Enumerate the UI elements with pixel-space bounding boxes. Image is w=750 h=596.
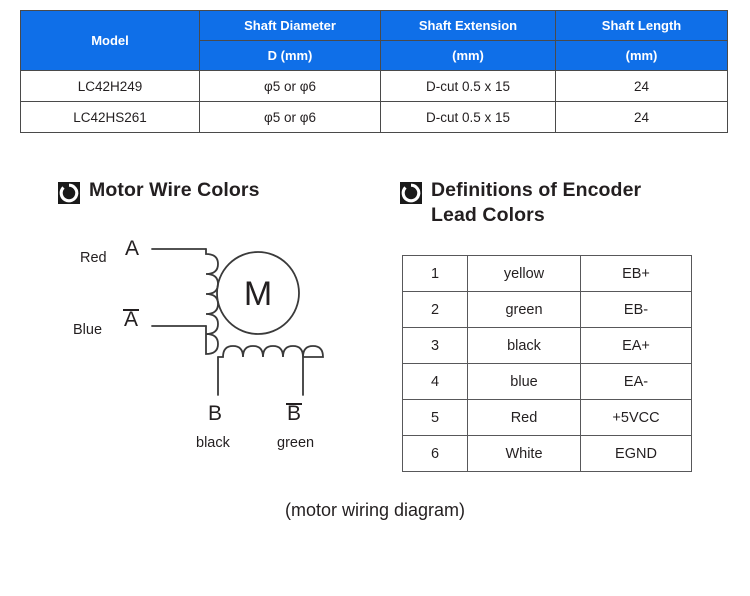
table-row: 3 black EA+ xyxy=(402,327,692,364)
table-row: 1 yellow EB+ xyxy=(402,255,692,292)
cell-color: black xyxy=(467,327,581,364)
encoder-lead-color-table: 1 yellow EB+ 2 green EB- 3 black EA+ 4 b… xyxy=(402,255,692,472)
encoder-lead-colors-heading: Definitions of Encoder Lead Colors xyxy=(400,178,700,228)
motor-wire-colors-heading: Motor Wire Colors xyxy=(58,178,260,204)
section-title-text: Definitions of Encoder Lead Colors xyxy=(431,178,641,228)
header-shaft-extension-unit: (mm) xyxy=(380,40,556,71)
header-shaft-length-unit: (mm) xyxy=(555,40,728,71)
figure-caption: (motor wiring diagram) xyxy=(284,500,466,520)
target-ring-icon xyxy=(400,182,422,204)
cell-model: LC42HS261 xyxy=(20,101,200,133)
cell-shaft-extension: D-cut 0.5 x 15 xyxy=(380,70,556,102)
target-ring-icon xyxy=(58,182,80,204)
cell-shaft-extension: D-cut 0.5 x 15 xyxy=(380,101,556,133)
cell-shaft-length: 24 xyxy=(555,70,728,102)
cell-color: blue xyxy=(467,363,581,400)
motor-diagram-svg: M xyxy=(151,248,324,396)
cell-pin: 1 xyxy=(402,255,468,292)
motor-wiring-diagram: M Red Blue A A B B black green xyxy=(60,232,380,457)
table-row: 2 green EB- xyxy=(402,291,692,328)
section-title-line2: Lead Colors xyxy=(431,204,545,226)
motor-circle xyxy=(216,251,300,335)
motor-symbol-M: M xyxy=(244,275,272,313)
cell-model: LC42H249 xyxy=(20,70,200,102)
cell-shaft-length: 24 xyxy=(555,101,728,133)
cell-pin: 5 xyxy=(402,399,468,436)
cell-color: White xyxy=(467,435,581,472)
cell-signal: EA+ xyxy=(580,327,692,364)
cell-color: yellow xyxy=(467,255,581,292)
wire-label-black: black xyxy=(196,435,230,451)
table-row: 5 Red +5VCC xyxy=(402,399,692,436)
table-header-row-2: D (mm) (mm) (mm) xyxy=(21,40,728,71)
header-shaft-extension: Shaft Extension xyxy=(380,10,556,41)
wire-label-green: green xyxy=(277,435,315,451)
cell-shaft-diameter: φ5 or φ6 xyxy=(199,70,381,102)
terminal-b-bar: B xyxy=(285,402,303,425)
table-row: LC42H249 φ5 or φ6 D-cut 0.5 x 15 24 xyxy=(20,70,728,102)
terminal-b: B xyxy=(208,402,223,425)
wire-label-red: Red xyxy=(80,250,107,266)
table-row: 4 blue EA- xyxy=(402,363,692,400)
cell-signal: EGND xyxy=(580,435,692,472)
header-shaft-diameter-unit: D (mm) xyxy=(199,40,381,71)
cell-signal: EB- xyxy=(580,291,692,328)
table-header-row-1: Model Shaft Diameter Shaft Extension Sha… xyxy=(20,10,728,71)
table-row: 6 White EGND xyxy=(402,435,692,472)
section-title-line1: Definitions of Encoder xyxy=(431,179,642,201)
cell-pin: 3 xyxy=(402,327,468,364)
header-model: Model xyxy=(20,10,200,71)
terminal-a: A xyxy=(125,237,140,260)
cell-pin: 6 xyxy=(402,435,468,472)
cell-shaft-diameter: φ5 or φ6 xyxy=(199,101,381,133)
cell-signal: EA- xyxy=(580,363,692,400)
cell-pin: 2 xyxy=(402,291,468,328)
cell-color: green xyxy=(467,291,581,328)
wire-label-blue: Blue xyxy=(73,322,103,338)
header-shaft-length: Shaft Length xyxy=(555,10,728,41)
header-shaft-diameter: Shaft Diameter xyxy=(199,10,381,41)
cell-signal: +5VCC xyxy=(580,399,692,436)
shaft-spec-table: Model Shaft Diameter Shaft Extension Sha… xyxy=(20,10,728,133)
cell-color: Red xyxy=(467,399,581,436)
cell-pin: 4 xyxy=(402,363,468,400)
section-title-text: Motor Wire Colors xyxy=(89,179,260,201)
cell-signal: EB+ xyxy=(580,255,692,292)
table-row: LC42HS261 φ5 or φ6 D-cut 0.5 x 15 24 xyxy=(20,101,728,133)
terminal-a-bar: A xyxy=(122,308,140,331)
